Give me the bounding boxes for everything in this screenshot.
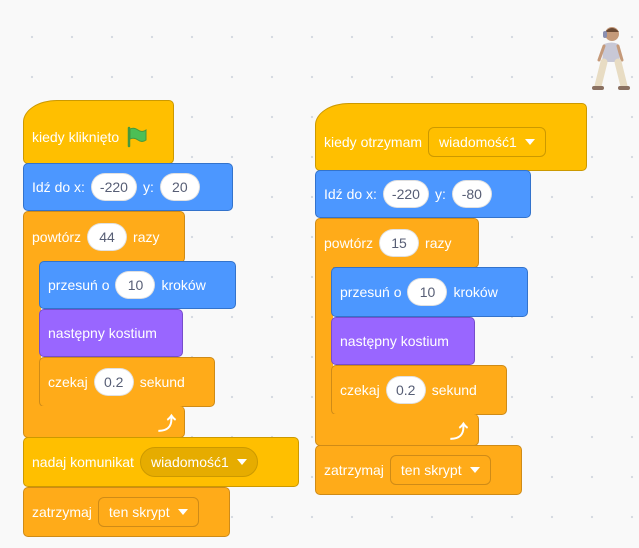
stop-label: zatrzymaj [32, 504, 92, 520]
repeat-suffix-label: razy [425, 235, 452, 251]
receive-message-dropdown[interactable]: wiadomość1 [428, 127, 546, 157]
when-flag-clicked-label: kiedy kliknięto [32, 129, 120, 145]
broadcast-message-dropdown[interactable]: wiadomość1 [139, 447, 258, 477]
dropdown-caret-icon [524, 139, 535, 145]
repeat-block-bottom [23, 406, 185, 438]
stop-block[interactable]: zatrzymaj ten skrypt [315, 445, 522, 495]
repeat-block-side [315, 267, 333, 417]
go-to-xy-block[interactable]: Idź do x: -220 y: 20 [23, 163, 233, 211]
stop-label: zatrzymaj [324, 462, 384, 478]
when-flag-clicked-block[interactable]: kiedy kliknięto [23, 100, 174, 164]
repeat-count-input[interactable]: 15 [379, 229, 420, 257]
when-i-receive-label: kiedy otrzymam [324, 134, 423, 150]
repeat-block[interactable]: powtórz 15 razy [315, 218, 479, 268]
stop-option-value: ten skrypt [400, 462, 462, 478]
stop-option-value: ten skrypt [108, 504, 170, 520]
move-label: przesuń o [340, 284, 402, 300]
go-to-xy-block[interactable]: Idź do x: -220 y: -80 [315, 170, 531, 218]
wait-suffix-label: sekund [139, 374, 185, 390]
move-label: przesuń o [48, 277, 110, 293]
x-input[interactable]: -220 [382, 180, 429, 208]
next-costume-block[interactable]: następny kostium [39, 309, 183, 357]
wait-suffix-label: sekund [431, 382, 477, 398]
next-costume-block[interactable]: następny kostium [331, 317, 475, 365]
broadcast-label: nadaj komunikat [32, 454, 134, 470]
move-suffix-label: kroków [161, 277, 206, 293]
next-costume-label: następny kostium [340, 333, 449, 349]
repeat-label: powtórz [32, 229, 82, 245]
repeat-block-side [23, 262, 41, 410]
go-to-y-label: y: [434, 186, 446, 202]
stop-option-dropdown[interactable]: ten skrypt [97, 497, 199, 527]
loop-arrow-icon: ⤴ [450, 422, 468, 442]
repeat-label: powtórz [324, 235, 374, 251]
move-suffix-label: kroków [453, 284, 498, 300]
dropdown-caret-icon [236, 459, 247, 465]
dropdown-caret-icon [177, 509, 188, 515]
move-steps-block[interactable]: przesuń o 10 kroków [39, 261, 236, 309]
wait-label: czekaj [48, 374, 88, 390]
loop-arrow-icon: ⤴ [158, 414, 176, 434]
broadcast-message-value: wiadomość1 [150, 454, 229, 470]
x-input[interactable]: -220 [90, 173, 137, 201]
broadcast-block[interactable]: nadaj komunikat wiadomość1 [23, 437, 299, 487]
repeat-suffix-label: razy [133, 229, 160, 245]
go-to-x-label: Idź do x: [32, 179, 85, 195]
move-steps-input[interactable]: 10 [115, 271, 156, 299]
move-steps-input[interactable]: 10 [407, 278, 448, 306]
receive-message-value: wiadomość1 [439, 134, 517, 150]
walking-person-sprite-icon[interactable] [590, 24, 630, 98]
next-costume-label: następny kostium [48, 325, 157, 341]
move-steps-block[interactable]: przesuń o 10 kroków [331, 267, 528, 317]
stop-block[interactable]: zatrzymaj ten skrypt [23, 487, 230, 537]
repeat-block[interactable]: powtórz 44 razy [23, 211, 185, 263]
wait-seconds-input[interactable]: 0.2 [385, 376, 426, 404]
y-input[interactable]: -80 [451, 180, 492, 208]
wait-seconds-input[interactable]: 0.2 [93, 368, 134, 396]
stop-option-dropdown[interactable]: ten skrypt [389, 455, 491, 485]
go-to-x-label: Idź do x: [324, 186, 377, 202]
y-input[interactable]: 20 [159, 173, 200, 201]
when-i-receive-block[interactable]: kiedy otrzymam wiadomość1 [315, 103, 587, 171]
wait-block[interactable]: czekaj 0.2 sekund [331, 365, 507, 415]
wait-block[interactable]: czekaj 0.2 sekund [39, 357, 215, 407]
dropdown-caret-icon [469, 467, 480, 473]
green-flag-icon [127, 126, 147, 148]
repeat-count-input[interactable]: 44 [87, 223, 128, 251]
go-to-y-label: y: [142, 179, 154, 195]
wait-label: czekaj [340, 382, 380, 398]
